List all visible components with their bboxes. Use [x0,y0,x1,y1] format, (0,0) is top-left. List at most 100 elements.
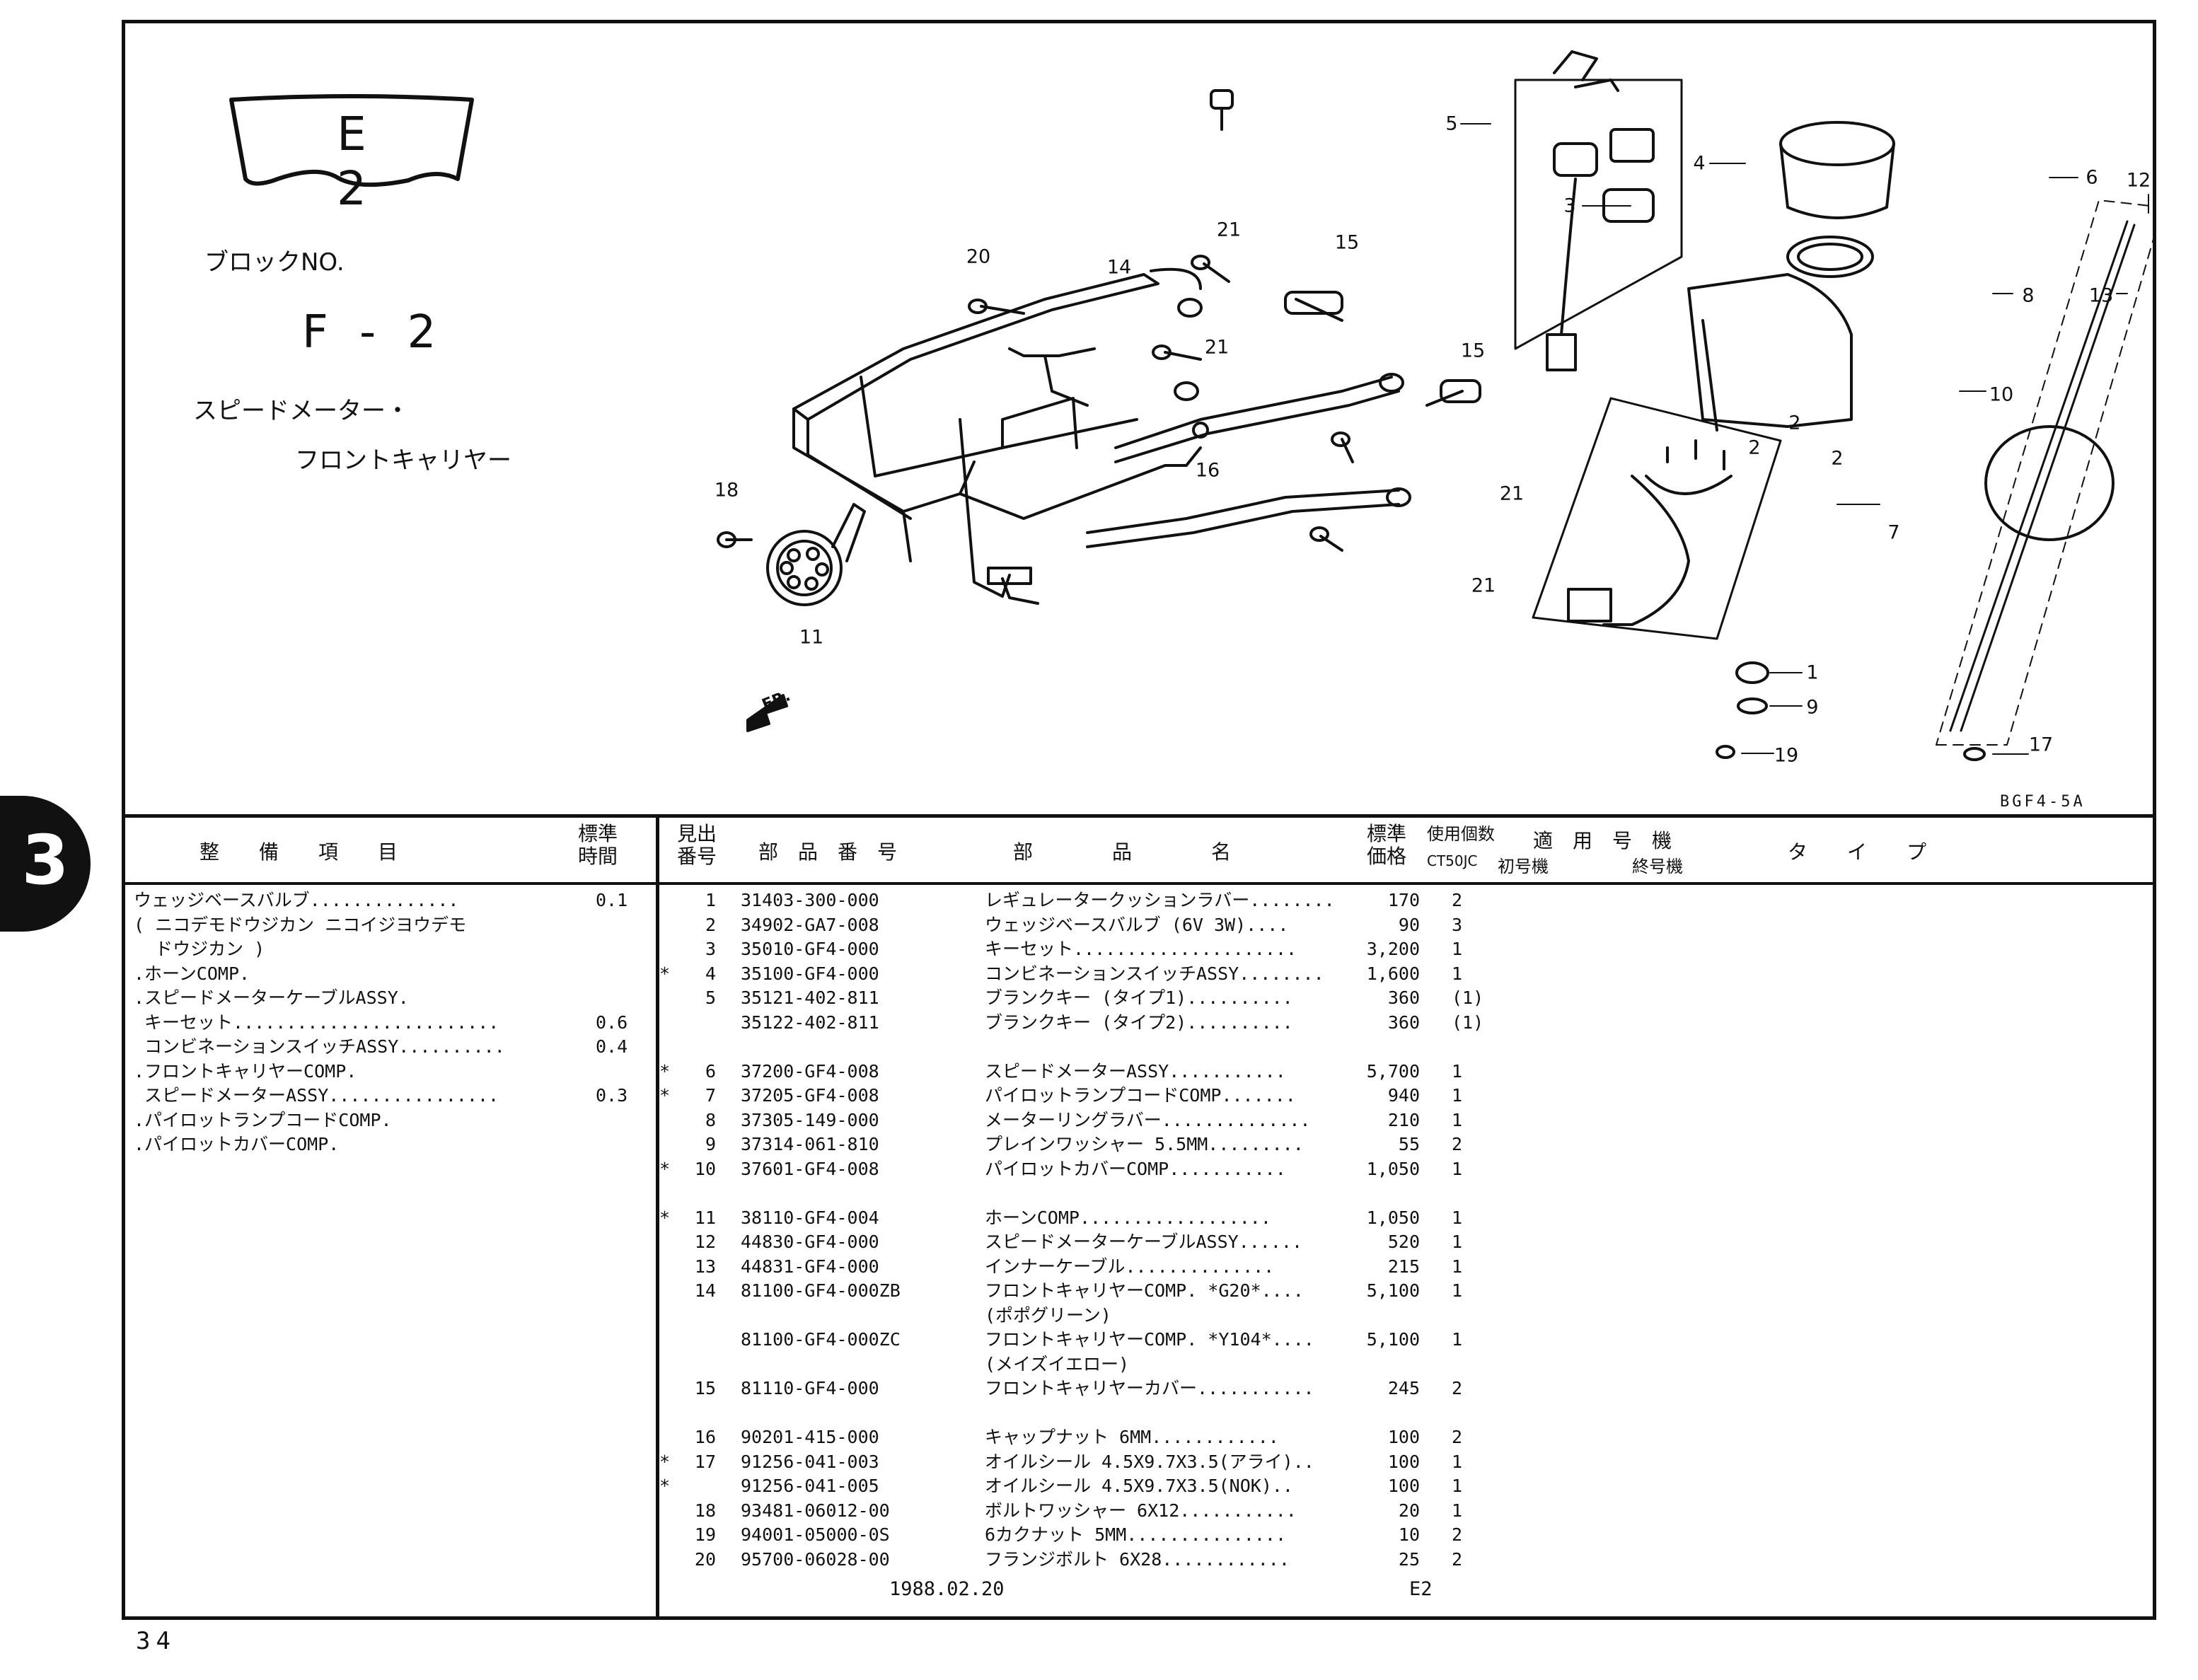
part-part: 37601-GF4-008 [741,1158,879,1179]
maintenance-time: 0.1 [596,890,628,910]
part-mark: * [659,1451,671,1472]
maintenance-row: .フロントキャリヤーCOMP. [125,1060,656,1084]
maintenance-item: ドウジカン ) [134,939,265,959]
part-price: 520 [1387,1232,1420,1252]
part-ref: 7 [705,1085,716,1106]
part-name: フロントキャリヤーカバー........... [985,1378,1314,1398]
callout-number: 16 [1195,459,1220,482]
callout-number: 8 [2022,284,2035,307]
maintenance-row: ドウジカン ) [125,937,656,962]
part-qty: (1) [1452,1012,1484,1033]
part-part: 44831-GF4-000 [741,1256,879,1277]
callout-number: 15 [1334,231,1360,254]
part-name: パイロットカバーCOMP........... [985,1158,1286,1179]
part-price: 215 [1387,1256,1420,1277]
part-name: ブランクキー (タイプ1).......... [985,987,1293,1008]
maintenance-row: .パイロットランプコードCOMP. [125,1108,656,1133]
part-qty: 1 [1452,1158,1463,1179]
part-price: 5,100 [1366,1329,1420,1350]
part-part: 93481-06012-00 [741,1500,890,1521]
part-price: 360 [1387,987,1420,1008]
part-price: 100 [1387,1476,1420,1496]
part-name: オイルシール 4.5X9.7X3.5(アライ).. [985,1451,1314,1472]
callout-number: 19 [1774,744,1799,767]
callout-number: 3 [1563,195,1576,217]
header-price: 標準 価格 [1367,822,1407,868]
parts-page-frame: E 2 ブロックNO. F - 2 スピードメーター・ フロントキャリヤー FR… [122,20,2156,1620]
exploded-diagram: E 2 ブロックNO. F - 2 スピードメーター・ フロントキャリヤー FR… [125,23,2153,818]
header-part-name: 部 品 名 [1013,840,1232,864]
part-qty: 2 [1452,1548,1463,1570]
part-price: 25 [1398,1548,1420,1570]
part-mark: * [659,1207,671,1228]
part-name: コンビネーションスイッチASSY........ [985,963,1324,984]
callout-number: 21 [1216,219,1242,241]
key-set-drawing [1514,50,1683,371]
part-name: オイルシール 4.5X9.7X3.5(NOK).. [985,1476,1293,1496]
part-qty: 1 [1452,1280,1463,1301]
part-price: 940 [1387,1085,1420,1106]
part-name: キャップナット 6MM............ [985,1427,1279,1447]
part-qty: 1 [1452,1451,1463,1472]
part-qty: 1 [1452,1109,1463,1130]
part-qty: (1) [1452,987,1484,1008]
fastener-drawings [717,89,1481,552]
part-ref: 9 [705,1134,716,1154]
callout-leaders [1460,123,2149,755]
part-price: 5,700 [1366,1060,1420,1082]
part-name: スピードメーターASSY........... [985,1060,1286,1082]
maintenance-item: .ホーンCOMP. [134,963,250,984]
part-price: 1,050 [1366,1158,1420,1179]
callout-number: 6 [2086,166,2098,189]
part-name: プレインワッシャー 5.5MM......... [985,1134,1304,1154]
part-ref: 5 [705,987,716,1008]
maintenance-row: ウェッジベースバルブ..............0.1 [125,888,656,913]
block-number-label: ブロックNO. [204,248,345,277]
part-mark: * [659,1476,671,1496]
part-qty: 1 [1452,1500,1463,1521]
part-qty: 1 [1452,1085,1463,1106]
maintenance-item: .パイロットカバーCOMP. [134,1134,340,1154]
maintenance-row: .パイロットカバーCOMP. [125,1132,656,1157]
maintenance-row: キーセット.........................0.6 [125,1011,656,1036]
part-qty: 1 [1452,1329,1463,1350]
part-part: 44830-GF4-000 [741,1232,879,1252]
part-name: メーターリングラバー.............. [985,1109,1311,1130]
part-part: 35100-GF4-000 [741,963,879,984]
part-name: ウェッジベースバルブ (6V 3W).... [985,914,1289,935]
callout-number: 15 [1460,340,1486,362]
part-price: 100 [1387,1451,1420,1472]
part-ref: 3 [705,939,716,959]
part-name: フロントキャリヤーCOMP. *Y104*.... [985,1329,1314,1350]
part-qty: 1 [1452,939,1463,959]
callout-number: 20 [966,245,991,268]
page-number: 34 [136,1627,176,1655]
part-price: 360 [1387,1012,1420,1033]
callout-number: 12 [2126,169,2151,192]
callout-number: 2 [1788,412,1801,434]
maintenance-item: .スピードメーターケーブルASSY. [134,987,409,1008]
maintenance-row: .ホーンCOMP. [125,962,656,987]
part-part: 38110-GF4-004 [741,1207,879,1228]
part-price: 170 [1387,890,1420,910]
maintenance-time: 0.4 [596,1036,628,1057]
part-part: 31403-300-000 [741,890,879,910]
part-name: インナーケーブル.............. [985,1256,1275,1277]
part-price: 3,200 [1366,939,1420,959]
part-qty: 1 [1452,1476,1463,1496]
callout-number: 13 [2088,284,2114,307]
part-price: 1,600 [1366,963,1420,984]
part-price: 210 [1387,1109,1420,1130]
parts-row [659,1035,2145,1060]
